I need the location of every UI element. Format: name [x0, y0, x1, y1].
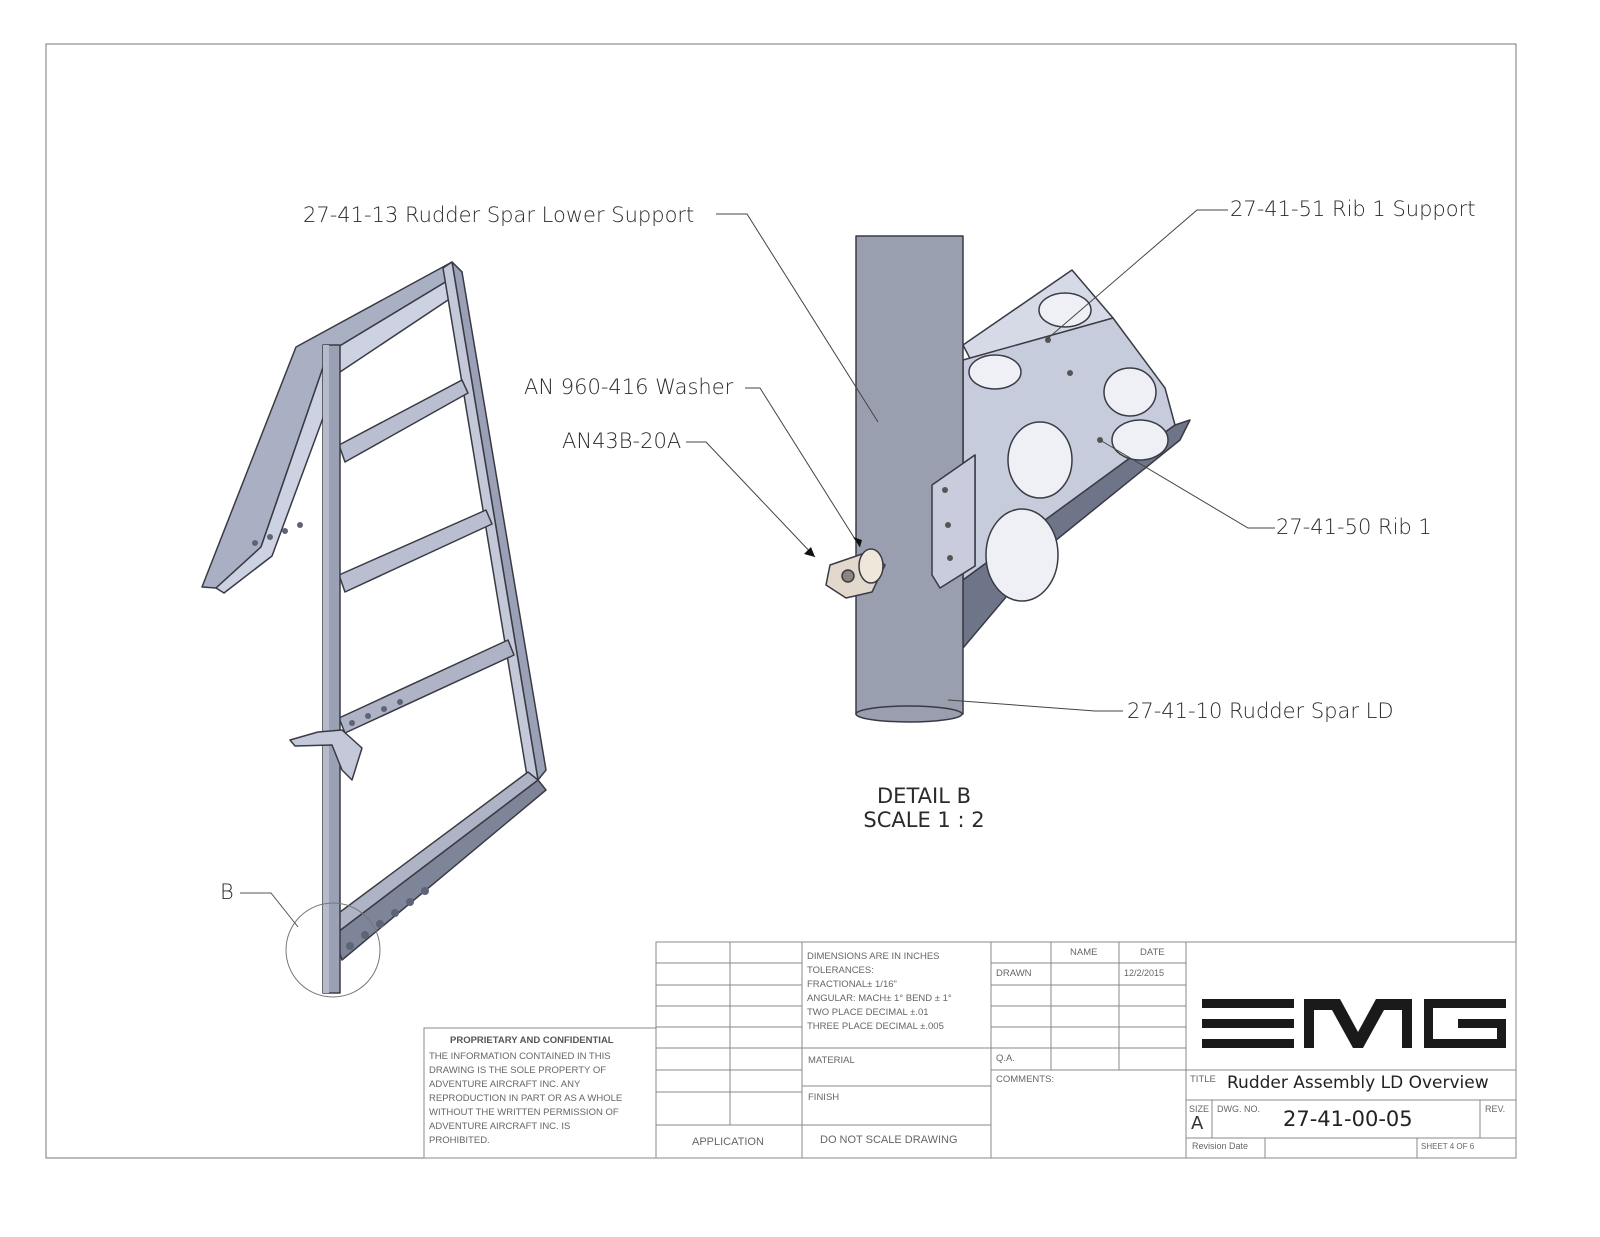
rev-label: REV.	[1485, 1104, 1506, 1114]
finish-label: FINISH	[808, 1092, 840, 1103]
title-block-grid	[423, 941, 1517, 1159]
callout-rib1: 27-41-50 Rib 1	[1276, 515, 1432, 539]
date-header: DATE	[1140, 947, 1165, 958]
revision-date-label: Revision Date	[1192, 1141, 1249, 1151]
drawn-date: 12/2/2015	[1124, 968, 1165, 978]
rudder-frame-view	[201, 261, 547, 994]
sheet-number: SHEET 4 OF 6	[1421, 1142, 1475, 1151]
detail-b-leader	[240, 892, 299, 928]
drawing-title: Rudder Assembly LD Overview	[1227, 1073, 1489, 1093]
detail-name: DETAIL B	[877, 784, 971, 808]
proprietary-title: PROPRIETARY AND CONFIDENTIAL	[450, 1035, 614, 1046]
qa-label: Q.A.	[996, 1053, 1016, 1064]
dimensions-note: DIMENSIONS ARE IN INCHES TOLERANCES: FRA…	[807, 951, 952, 1032]
callout-lower-support: 27-41-13 Rudder Spar Lower Support	[303, 203, 695, 227]
detail-b-circle	[285, 902, 381, 998]
callout-spar: 27-41-10 Rudder Spar LD	[1127, 699, 1394, 723]
material-label: MATERIAL	[808, 1055, 855, 1066]
callout-rib1-support: 27-41-51 Rib 1 Support	[1230, 197, 1476, 221]
callout-leaders	[686, 209, 1275, 712]
name-header: NAME	[1070, 947, 1098, 958]
comments-label: COMMENTS:	[996, 1074, 1055, 1085]
detail-ref-label: B	[220, 880, 234, 904]
size-label: SIZE	[1189, 1104, 1210, 1114]
leader-arrows	[804, 537, 862, 557]
proprietary-text: THE INFORMATION CONTAINED IN THIS DRAWIN…	[429, 1051, 623, 1146]
callout-washer: AN 960-416 Washer	[524, 375, 734, 399]
title-label: TITLE	[1190, 1074, 1216, 1085]
emg-logo	[1202, 999, 1506, 1048]
dwg-no-value: 27-41-00-05	[1283, 1107, 1413, 1131]
drawn-label: DRAWN	[996, 968, 1032, 979]
size-value: A	[1191, 1113, 1204, 1134]
callout-bolt: AN43B-20A	[562, 429, 682, 453]
detail-caption: DETAIL B SCALE 1 : 2	[824, 784, 1024, 832]
detail-scale: SCALE 1 : 2	[863, 808, 985, 832]
dwg-no-label: DWG. NO.	[1217, 1104, 1260, 1114]
application-label: APPLICATION	[692, 1136, 764, 1148]
detail-b-view	[825, 235, 1191, 723]
do-not-scale-note: DO NOT SCALE DRAWING	[820, 1134, 958, 1146]
